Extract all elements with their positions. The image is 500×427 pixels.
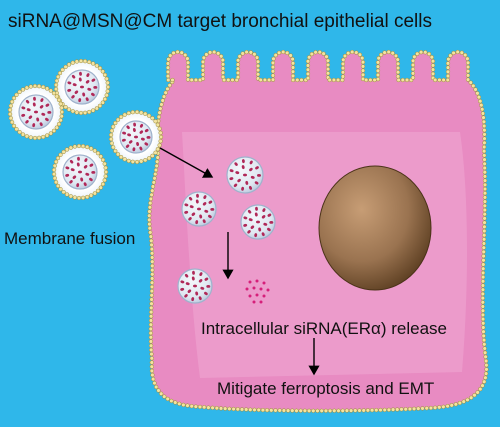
vesicle-particle — [53, 58, 111, 116]
cell-body — [149, 52, 487, 411]
vesicle-particle-fusing — [108, 109, 164, 165]
extracellular-nanoparticles — [7, 58, 164, 201]
epithelial-cell — [147, 49, 489, 413]
free-nanoparticle — [240, 204, 276, 240]
free-nanoparticle — [226, 156, 264, 194]
intracellular-nanoparticles — [177, 156, 276, 304]
free-nanoparticle — [177, 268, 213, 304]
released-sirna-dots — [245, 279, 270, 304]
label-mitigate-ferroptosis: Mitigate ferroptosis and EMT — [217, 379, 435, 398]
vesicle-particle — [7, 83, 65, 141]
vesicle-particle — [51, 143, 109, 201]
process-arrows — [159, 147, 320, 376]
cell-nucleus — [318, 165, 432, 291]
free-nanoparticle — [181, 191, 217, 227]
label-intracellular-release: Intracellular siRNA(ERα) release — [201, 319, 448, 338]
diagram-title: siRNA@MSN@CM target bronchial epithelial… — [8, 11, 432, 32]
cell-membrane — [147, 49, 489, 413]
label-membrane-fusion: Membrane fusion — [4, 229, 136, 248]
arrow-uptake — [159, 147, 214, 178]
